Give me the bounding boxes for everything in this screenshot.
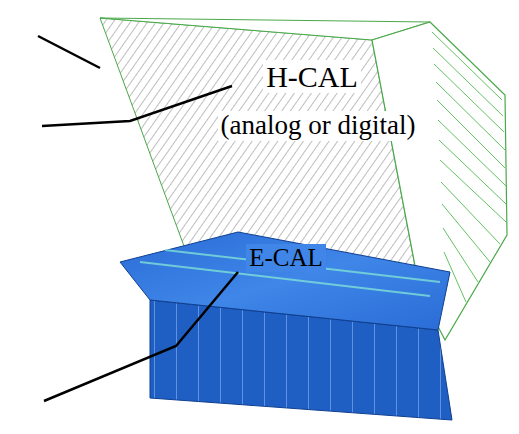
label-holder: H-CAL <box>263 60 361 93</box>
part-label: E-CAL <box>246 244 326 272</box>
label-holder: (analog or digital) <box>218 111 419 141</box>
label-holder: E-CAL <box>246 244 326 272</box>
part-label: H-CAL <box>263 60 361 93</box>
part-label: (analog or digital) <box>218 111 419 141</box>
